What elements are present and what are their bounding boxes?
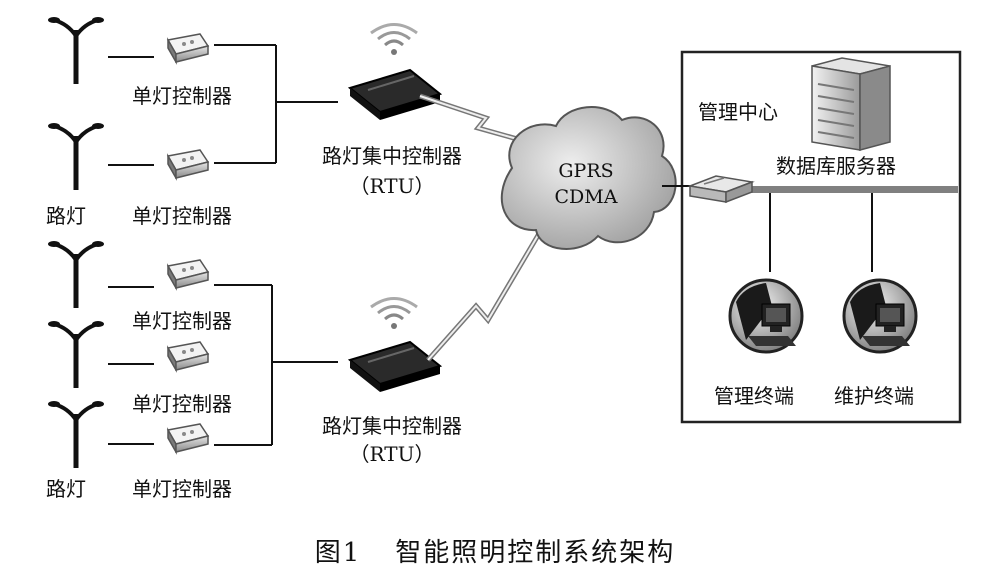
street-light-icon [48, 321, 104, 388]
database-server-label: 数据库服务器 [776, 154, 896, 178]
rtu-sub-label: （RTU） [349, 174, 435, 198]
network-label-gprs: GPRS [558, 160, 614, 182]
controller-icon [167, 341, 209, 371]
management-terminal-icon [728, 278, 804, 354]
wifi-icon [369, 23, 419, 57]
switch-icon [687, 175, 755, 204]
street-light-icon [48, 401, 104, 468]
street-light-icon [48, 17, 104, 84]
street-light-icon [48, 123, 104, 190]
single-controller-label: 单灯控制器 [132, 309, 232, 333]
rtu-title-label: 路灯集中控制器 [322, 414, 462, 438]
upper-group [48, 17, 529, 190]
street-light-icon [48, 241, 104, 308]
rtu-icon [349, 69, 441, 121]
maintenance-terminal-label: 维护终端 [834, 384, 914, 408]
figure-caption: 图1 智能照明控制系统架构 [0, 532, 990, 569]
maintenance-terminal-icon [842, 278, 918, 354]
rtu-title-label: 路灯集中控制器 [322, 144, 462, 168]
controller-icon [167, 33, 209, 63]
rtu-sub-label: （RTU） [349, 442, 435, 466]
figure-title: 智能照明控制系统架构 [395, 538, 676, 568]
single-controller-label: 单灯控制器 [132, 392, 232, 416]
single-controller-label: 单灯控制器 [132, 84, 232, 108]
network-label-cdma: CDMA [554, 186, 618, 208]
lower-group [48, 230, 543, 468]
wifi-icon [369, 297, 419, 331]
database-server-icon [811, 57, 891, 151]
single-controller-label: 单灯控制器 [132, 477, 232, 501]
network-bus [720, 186, 958, 193]
street-light-label: 路灯 [46, 204, 86, 228]
rtu-icon [349, 341, 441, 393]
management-terminal-label: 管理终端 [714, 384, 794, 408]
management-center-label: 管理中心 [698, 100, 778, 124]
street-light-label: 路灯 [46, 477, 86, 501]
single-controller-label: 单灯控制器 [132, 204, 232, 228]
controller-icon [167, 259, 209, 289]
controller-icon [167, 149, 209, 179]
network-cloud [500, 106, 677, 250]
wireless-link [419, 93, 529, 145]
figure-number: 图1 [314, 538, 362, 568]
controller-icon [167, 423, 209, 453]
